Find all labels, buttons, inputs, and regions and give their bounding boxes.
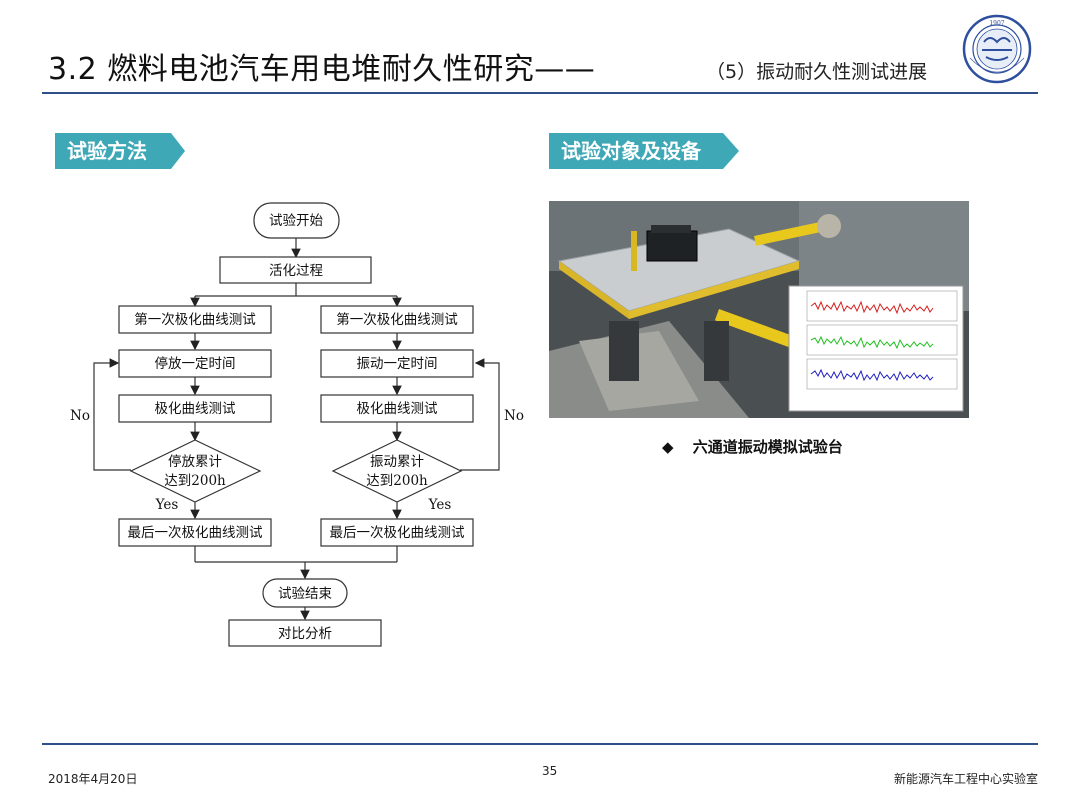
footer-lab-name: 新能源汽车工程中心实验室 — [893, 772, 1038, 786]
equipment-caption: ◆ 六通道振动模拟试验台 — [662, 436, 843, 457]
left-pol-test-label: 极化曲线测试 — [155, 401, 236, 417]
right-decision-diamond — [331, 439, 463, 503]
section-tag-method: 试验方法 — [55, 133, 197, 169]
left-rest-label: 停放一定时间 — [155, 355, 236, 372]
activation-box — [219, 256, 372, 284]
left-decision-diamond — [129, 439, 262, 503]
section-tag-method-label: 试验方法 — [67, 139, 147, 163]
compare-label: 对比分析 — [278, 626, 332, 642]
left-decision-line2: 达到200h — [164, 473, 226, 489]
right-last-test-label: 最后一次极化曲线测试 — [330, 525, 465, 541]
left-last-test-box — [118, 518, 272, 547]
right-pol-test-label: 极化曲线测试 — [357, 401, 438, 417]
activation-label: 活化过程 — [269, 263, 323, 279]
caption-text: 六通道振动模拟试验台 — [692, 438, 843, 456]
end-label: 试验结束 — [278, 586, 332, 602]
right-vibrate-label: 振动一定时间 — [357, 356, 438, 372]
test-method-flowchart: 试验开始 活化过程 第一次极化曲线测试 第一次极化曲线测试 停放一定时间 振动一… — [70, 202, 524, 647]
right-decision-line1: 振动累计 — [370, 454, 424, 470]
right-last-test-box — [320, 518, 474, 547]
start-terminal — [253, 202, 340, 239]
section-tag-equipment-label: 试验对象及设备 — [561, 139, 701, 163]
compare-box — [228, 619, 382, 647]
footer-date: 2018年4月20日 — [48, 772, 138, 786]
university-seal-logo: 1907 — [962, 14, 1032, 84]
vibration-signal-inset — [788, 285, 964, 412]
right-pol-test-box — [320, 394, 474, 423]
end-terminal — [262, 578, 348, 608]
right-no-label: No — [504, 408, 524, 424]
page-title: 3.2 燃料电池汽车用电堆耐久性研究—— — [48, 52, 596, 87]
logo-year: 1907 — [989, 20, 1004, 27]
right-first-test-label: 第一次极化曲线测试 — [336, 311, 458, 328]
caption-bullet: ◆ — [662, 438, 674, 456]
section-tag-equipment: 试验对象及设备 — [549, 133, 751, 169]
right-first-test-box — [320, 305, 474, 334]
start-label: 试验开始 — [269, 213, 323, 229]
right-decision-line2: 达到200h — [366, 473, 428, 489]
six-channel-test-rig-photo — [549, 201, 969, 418]
right-vibrate-box — [320, 349, 474, 378]
footer-divider — [42, 743, 1038, 745]
left-decision-line1: 停放累计 — [168, 453, 222, 470]
left-rest-box — [118, 349, 272, 378]
left-pol-test-box — [118, 394, 272, 423]
left-no-label: No — [70, 408, 90, 424]
left-first-test-box — [118, 305, 272, 334]
left-last-test-label: 最后一次极化曲线测试 — [128, 525, 263, 541]
right-yes-label: Yes — [428, 497, 452, 513]
left-first-test-label: 第一次极化曲线测试 — [134, 311, 256, 328]
header-divider — [42, 92, 1038, 94]
page-subtitle: （5）振动耐久性测试进展 — [706, 61, 928, 83]
left-yes-label: Yes — [155, 497, 179, 513]
page-number: 35 — [542, 764, 558, 778]
